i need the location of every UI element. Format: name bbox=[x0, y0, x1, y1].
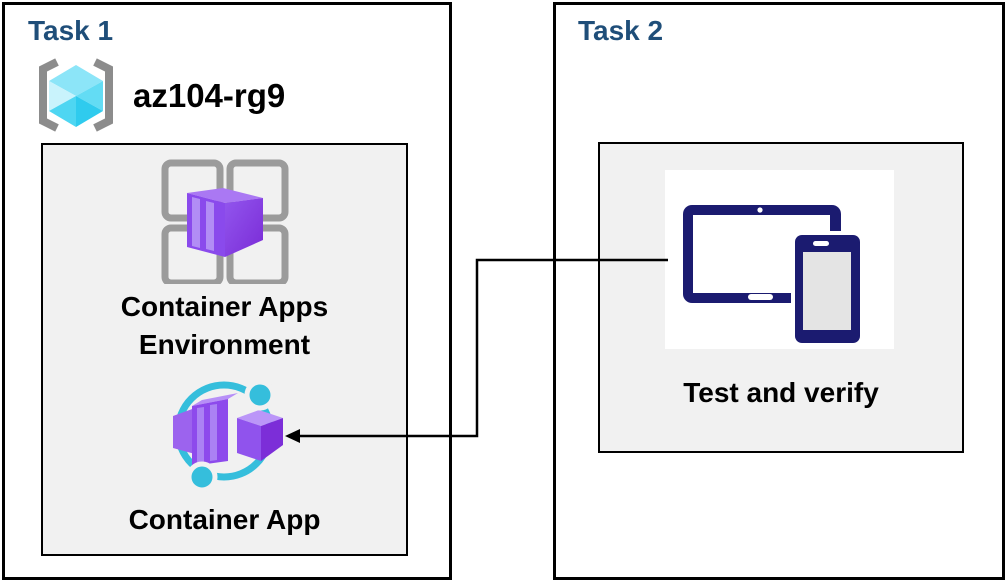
tablet-and-phone-icon bbox=[683, 205, 864, 347]
device-icon-plate bbox=[665, 170, 894, 349]
right-bracket-shape bbox=[93, 58, 113, 132]
resource-group-icon bbox=[39, 58, 113, 132]
container-apps-environment-icon bbox=[161, 159, 289, 284]
container-apps-environment-label: Container Apps Environment bbox=[43, 288, 406, 364]
resource-group-name: az104-rg9 bbox=[133, 77, 286, 114]
container-app-icon bbox=[173, 379, 283, 492]
left-bracket-shape bbox=[39, 58, 59, 132]
container-app-label: Container App bbox=[128, 504, 321, 535]
task2-title: Task 2 bbox=[578, 15, 664, 46]
cyan-dot-top bbox=[244, 379, 276, 411]
label-line-2: Environment bbox=[138, 329, 311, 360]
cube-shape bbox=[49, 65, 103, 127]
label-line-1: Container Apps bbox=[120, 291, 329, 322]
container-shape bbox=[187, 188, 263, 257]
container-cluster-shape bbox=[173, 393, 283, 466]
verify-panel: Test and verify bbox=[598, 142, 964, 453]
task1-title: Task 1 bbox=[28, 15, 114, 46]
cyan-dot-bottom bbox=[186, 461, 218, 492]
test-and-verify-label: Test and verify bbox=[683, 377, 879, 408]
phone-shape bbox=[791, 231, 864, 347]
task1-box: Task 1 az104-rg9 bbox=[2, 2, 452, 580]
task2-box: Task 2 bbox=[553, 2, 1005, 580]
environment-panel: Container Apps Environment bbox=[41, 143, 408, 556]
